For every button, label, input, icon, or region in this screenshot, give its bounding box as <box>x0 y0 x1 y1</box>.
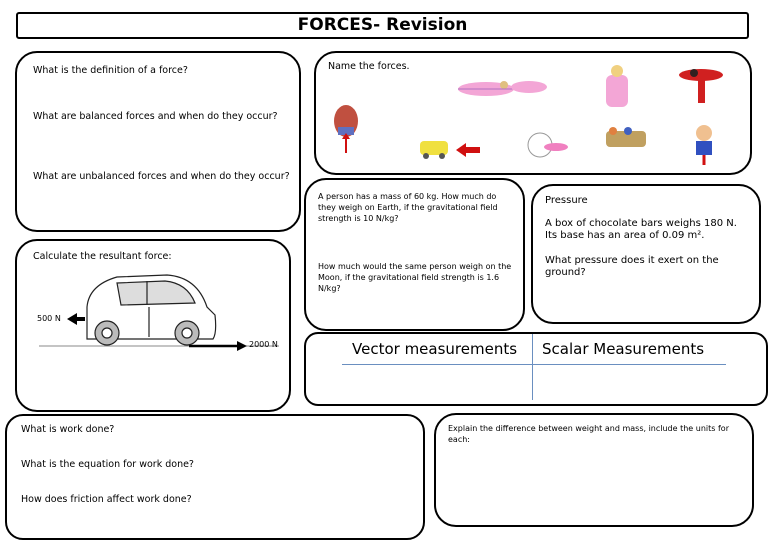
definition-question: What is the definition of a force? <box>33 65 188 76</box>
page-title: FORCES- Revision <box>16 12 749 39</box>
tug-of-war-picture <box>458 81 547 96</box>
name-forces-label: Name the forces. <box>328 61 410 72</box>
pressure-line2: What pressure does it exert on the groun… <box>545 255 719 278</box>
superhero-picture <box>679 69 723 103</box>
work-equation-question: What is the equation for work done? <box>21 459 194 470</box>
unbalanced-question: What are unbalanced forces and when do t… <box>33 171 290 182</box>
work-done-box: What is work done? What is the equation … <box>5 414 425 540</box>
scalar-heading: Scalar Measurements <box>542 340 705 358</box>
table-column-divider <box>532 334 533 400</box>
right-force-label: 2000 N <box>249 340 278 349</box>
pressure-box: Pressure A box of chocolate bars weighs … <box>531 184 761 324</box>
boat-picture <box>334 105 358 153</box>
left-force-arrow <box>67 313 85 325</box>
weight-moon-question: How much would the same person weigh on … <box>318 262 512 293</box>
measurements-box: Vector measurements Scalar Measurements <box>304 332 768 406</box>
pressure-heading: Pressure <box>545 195 588 206</box>
left-force-label: 500 N <box>37 314 61 323</box>
right-force-arrow <box>189 341 247 351</box>
resultant-box: Calculate the resultant force: 500 N 200… <box>15 239 291 412</box>
vector-heading: Vector measurements <box>352 340 518 358</box>
toy-car-picture <box>420 141 480 159</box>
girl-picture <box>606 65 628 107</box>
friction-question: How does friction affect work done? <box>21 494 192 505</box>
work-done-question: What is work done? <box>21 424 115 435</box>
name-forces-box: Name the forces. <box>314 51 752 175</box>
table-header-rule <box>342 364 726 365</box>
smart-car-picture <box>86 274 217 346</box>
car-diagram <box>39 274 279 351</box>
pressure-line1: A box of chocolate bars weighs 180 N. It… <box>545 218 737 241</box>
balanced-question: What are balanced forces and when do the… <box>33 111 278 122</box>
resultant-label: Calculate the resultant force: <box>33 251 172 262</box>
definitions-box: What is the definition of a force? What … <box>15 51 301 232</box>
weight-earth-question: A person has a mass of 60 kg. How much d… <box>318 192 498 223</box>
weight-box: A person has a mass of 60 kg. How much d… <box>304 178 525 331</box>
weight-mass-question: Explain the difference between weight an… <box>448 424 729 444</box>
boy-picture <box>696 125 712 165</box>
magnet-picture <box>527 132 568 158</box>
children-picture <box>606 127 646 147</box>
weight-mass-box: Explain the difference between weight an… <box>434 413 754 527</box>
force-pictures <box>334 65 723 165</box>
